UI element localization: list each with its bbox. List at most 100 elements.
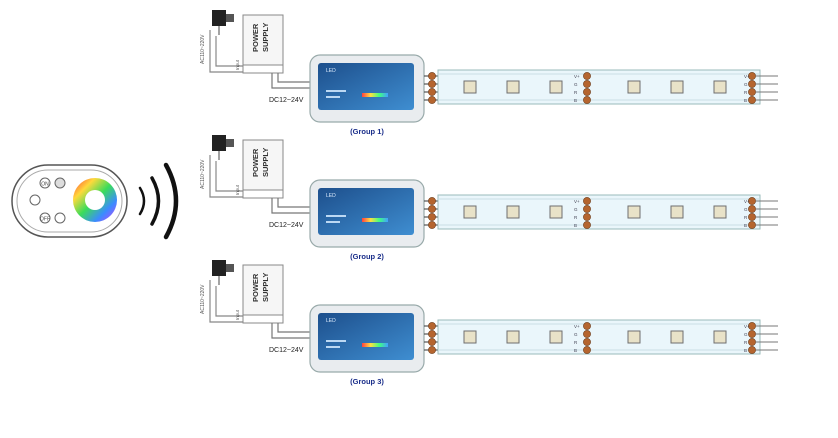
dc-wire xyxy=(277,323,318,333)
ac-wire xyxy=(215,36,243,67)
strip-connector-pad xyxy=(428,346,436,354)
controller-panel xyxy=(318,313,414,360)
plug-body xyxy=(212,260,226,276)
strip-connector-pad xyxy=(583,88,591,96)
strip-connector-pad xyxy=(748,213,756,221)
controller-color-bar xyxy=(362,343,388,347)
led-chip xyxy=(506,205,520,219)
plug-head xyxy=(226,139,234,147)
ac-wire xyxy=(215,286,243,317)
power-supply-label-line1: POWER xyxy=(251,148,260,177)
strip-terminal-label: B xyxy=(574,98,577,103)
led-strip xyxy=(437,69,761,105)
led-chip xyxy=(713,205,727,219)
strip-connector-pad xyxy=(428,96,436,104)
strip-terminal-label: R xyxy=(574,340,578,345)
group-label: (Group 1) xyxy=(350,127,384,136)
strip-terminal-label: B xyxy=(744,348,747,353)
dc-wire xyxy=(277,198,318,208)
led-chip xyxy=(506,330,520,344)
ac-voltage-label: AC110~220V xyxy=(200,159,206,189)
dc-voltage-label: DC12~24V xyxy=(269,347,304,354)
strip-connector-pad xyxy=(428,221,436,229)
controller-brand: LED xyxy=(326,68,336,74)
strip-connector-pad xyxy=(583,330,591,338)
strip-connector-pad xyxy=(428,330,436,338)
strip-connector-pad xyxy=(583,338,591,346)
controller-text-line xyxy=(326,221,340,223)
ac-plug-icon xyxy=(212,10,234,35)
strip-connector-pad xyxy=(428,72,436,80)
remote-button-on xyxy=(39,177,51,189)
led-chip xyxy=(713,330,727,344)
remote-button-off xyxy=(39,212,51,224)
led-chip xyxy=(627,205,641,219)
strip-terminal-label: V+ xyxy=(744,199,750,204)
plug-head xyxy=(226,14,234,22)
group-label: (Group 3) xyxy=(350,377,384,386)
plug-body xyxy=(212,135,226,151)
strip-terminal-label: V+ xyxy=(574,74,580,79)
strip-connector-pad xyxy=(748,221,756,229)
strip-connector-pad xyxy=(583,205,591,213)
power-supply-label-line1: POWER xyxy=(251,273,260,302)
controller-brand: LED xyxy=(326,193,336,199)
strip-terminal-label: G xyxy=(744,207,748,212)
strip-connector-pad xyxy=(748,197,756,205)
strip-terminal-label: B xyxy=(744,223,747,228)
led-chip xyxy=(549,330,563,344)
power-supply-label-line2: SUPPLY xyxy=(261,273,270,302)
led-chip xyxy=(670,330,684,344)
power-supply-input-label: Input xyxy=(235,59,240,70)
ac-plug-icon xyxy=(212,260,234,285)
ac-voltage-label: AC110~220V xyxy=(200,34,206,64)
strip-terminal-label: G xyxy=(744,332,748,337)
led-strip xyxy=(437,319,761,355)
strip-terminal-label: G xyxy=(574,207,578,212)
led-chip xyxy=(627,80,641,94)
remote-button-off-label: OFF xyxy=(40,217,50,223)
controller-text-line xyxy=(326,215,346,217)
strip-connector-pad xyxy=(428,322,436,330)
strip-connector-pad xyxy=(748,88,756,96)
led-chip xyxy=(670,205,684,219)
dc-wire xyxy=(271,323,318,339)
strip-connector-pad xyxy=(583,221,591,229)
strip-connector-pad xyxy=(583,213,591,221)
controller-color-bar xyxy=(362,93,388,97)
dc-wire xyxy=(277,73,318,83)
led-strip xyxy=(437,194,761,230)
strip-terminal-label: R xyxy=(574,90,578,95)
power-supply-input-label: Input xyxy=(235,309,240,320)
controller-panel xyxy=(318,188,414,235)
strip-terminal-label: B xyxy=(574,223,577,228)
controller-brand: LED xyxy=(326,318,336,324)
power-supply-terminal-block xyxy=(242,189,284,199)
strip-connector-pad xyxy=(583,72,591,80)
led-chip xyxy=(549,80,563,94)
power-supply xyxy=(242,14,284,66)
led-chip xyxy=(463,205,477,219)
ac-wire xyxy=(215,161,243,192)
ac-wire xyxy=(209,280,243,323)
strip-connector-pad xyxy=(748,72,756,80)
strip-connector-pad xyxy=(748,330,756,338)
strip-connector-pad xyxy=(748,346,756,354)
strip-terminal-label: G xyxy=(744,82,748,87)
strip-terminal-label: B xyxy=(574,348,577,353)
dc-wire xyxy=(271,73,318,89)
strip-connector-pad xyxy=(428,88,436,96)
strip-connector-pad xyxy=(583,80,591,88)
led-chip xyxy=(463,80,477,94)
ac-wire xyxy=(209,155,243,198)
strip-terminal-label: V+ xyxy=(744,324,750,329)
plug-body xyxy=(212,10,226,26)
dc-voltage-label: DC12~24V xyxy=(269,97,304,104)
strip-connector-pad xyxy=(428,338,436,346)
strip-connector-pad xyxy=(748,205,756,213)
led-chip xyxy=(463,330,477,344)
power-supply-input-label: Input xyxy=(235,184,240,195)
led-chip xyxy=(670,80,684,94)
